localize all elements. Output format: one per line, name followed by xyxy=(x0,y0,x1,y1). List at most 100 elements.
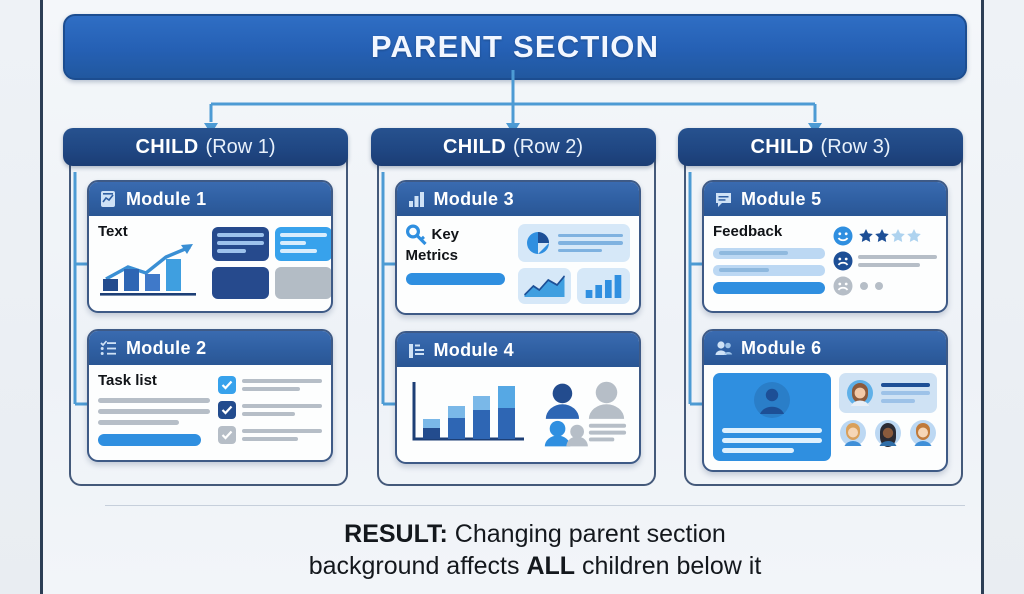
module-4-body xyxy=(397,367,639,462)
child-suffix: (Row 2) xyxy=(513,135,584,158)
stacked-bar-chart xyxy=(412,382,524,441)
child-header-row1[interactable]: CHILD (Row 1) xyxy=(63,128,348,166)
result-prefix: RESULT: xyxy=(344,520,448,548)
child-label: CHILD xyxy=(135,135,199,158)
rating-row[interactable] xyxy=(833,226,937,246)
parent-section-banner[interactable]: PARENT SECTION xyxy=(63,14,967,80)
result-line-2: background affects xyxy=(308,552,527,580)
mini-card-blue-lines xyxy=(275,227,331,261)
module-1-title: Module 1 xyxy=(126,188,207,209)
module-3-body: Key Metrics xyxy=(397,216,639,313)
module-4-header: Module 4 xyxy=(396,333,639,367)
child-column-frame xyxy=(376,142,656,486)
result-line-1: Changing parent section xyxy=(447,520,726,548)
mini-card-gray-solid xyxy=(275,267,331,299)
rating-row[interactable] xyxy=(833,276,937,296)
bar-chart-icon xyxy=(585,275,621,298)
result-text: RESULT: Changing parent section backgrou… xyxy=(105,518,965,582)
area-chart-card xyxy=(517,268,571,304)
child-header-row2[interactable]: CHILD (Row 2) xyxy=(370,128,656,166)
connector-lines xyxy=(43,70,987,136)
module-card-4[interactable]: Module 4 xyxy=(394,331,641,464)
module-5-label: Feedback xyxy=(713,223,783,240)
child-column-row1: CHILD (Row 1) xyxy=(63,128,348,488)
checklist-icon xyxy=(100,339,116,355)
avatar-row xyxy=(839,419,937,447)
child-column-frame xyxy=(69,142,348,486)
key-icon xyxy=(405,224,427,246)
mini-card-navy-solid xyxy=(212,267,269,299)
module-3-label-2: Metrics xyxy=(405,247,459,264)
module-1-header: Module 1 xyxy=(89,182,331,216)
task-row[interactable] xyxy=(218,376,322,394)
module-stack-row2: Module 3 Key xyxy=(394,180,641,464)
face-neutral-gray-icon xyxy=(833,276,853,296)
module-stack-row3: Module 5 Feedback xyxy=(702,180,948,472)
child-columns: CHILD (Row 1) xyxy=(63,128,963,488)
module-5-body: Feedback xyxy=(704,216,946,311)
avatar-icon[interactable] xyxy=(874,419,902,447)
child-label: CHILD xyxy=(442,135,507,158)
module-stack-row1: Module 1 Text xyxy=(87,180,333,462)
module-6-header: Module 6 xyxy=(704,331,946,365)
module-6-title: Module 6 xyxy=(741,337,822,358)
bar-chart-card xyxy=(576,268,630,304)
module-2-label: Task list xyxy=(98,372,157,389)
task-row[interactable] xyxy=(218,426,322,444)
module-card-2[interactable]: Module 2 Task list xyxy=(87,329,333,462)
module-5-title: Module 5 xyxy=(741,188,822,209)
avatar-icon xyxy=(847,380,873,406)
chart-people-icon xyxy=(408,343,424,358)
avatar-icon xyxy=(754,382,790,418)
module-1-label: Text xyxy=(98,223,128,240)
result-line-3: children below it xyxy=(575,552,762,580)
parent-section-title: PARENT SECTION xyxy=(370,29,660,64)
people-group-icon xyxy=(544,381,626,447)
checkbox-checked-gray-icon[interactable] xyxy=(218,426,236,444)
contact-row-card[interactable] xyxy=(839,373,937,413)
comment-icon xyxy=(716,192,731,207)
chart-document-icon xyxy=(101,190,115,207)
child-column-frame xyxy=(684,142,963,486)
rating-row[interactable] xyxy=(833,251,937,271)
module-card-1[interactable]: Module 1 Text xyxy=(87,180,333,313)
module-1-body: Text xyxy=(89,216,331,311)
footer-divider xyxy=(105,505,965,506)
area-chart-icon xyxy=(523,275,565,297)
task-row[interactable] xyxy=(218,401,322,419)
module-4-title: Module 4 xyxy=(433,339,514,360)
users-icon xyxy=(715,340,733,355)
avatar-icon[interactable] xyxy=(839,419,867,447)
star-rating[interactable] xyxy=(858,228,924,244)
child-column-row2: CHILD (Row 2) xyxy=(370,128,656,488)
child-suffix: (Row 3) xyxy=(820,135,891,158)
pie-summary-card xyxy=(517,224,630,262)
outer-panel: PARENT SECTION xyxy=(40,0,984,594)
face-sad-icon xyxy=(833,251,853,271)
bar-chart-icon xyxy=(408,191,424,207)
growth-bar-chart xyxy=(100,243,196,296)
module-card-6[interactable]: Module 6 xyxy=(702,329,948,472)
module-3-title: Module 3 xyxy=(433,188,514,209)
face-happy-icon xyxy=(833,226,853,246)
module-2-body: Task list xyxy=(89,365,331,460)
avatar-icon[interactable] xyxy=(909,419,937,447)
result-emphasis: ALL xyxy=(526,552,576,580)
mini-card-navy-lines xyxy=(212,227,269,261)
module-2-title: Module 2 xyxy=(126,337,207,358)
checkbox-checked-blue-icon[interactable] xyxy=(218,376,236,394)
module-card-3[interactable]: Module 3 Key xyxy=(394,180,641,315)
module-6-body xyxy=(704,365,946,470)
child-suffix: (Row 1) xyxy=(205,135,276,158)
module-3-label-1: Key xyxy=(431,225,460,243)
module-card-5[interactable]: Module 5 Feedback xyxy=(702,180,948,313)
module-2-header: Module 2 xyxy=(89,331,331,365)
module-5-header: Module 5 xyxy=(704,182,946,216)
profile-card-primary[interactable] xyxy=(713,373,831,461)
checkbox-checked-navy-icon[interactable] xyxy=(218,401,236,419)
pie-chart-icon xyxy=(526,232,549,254)
module-3-header: Module 3 xyxy=(396,182,639,216)
child-label: CHILD xyxy=(750,135,814,158)
child-header-row3[interactable]: CHILD (Row 3) xyxy=(678,128,963,166)
